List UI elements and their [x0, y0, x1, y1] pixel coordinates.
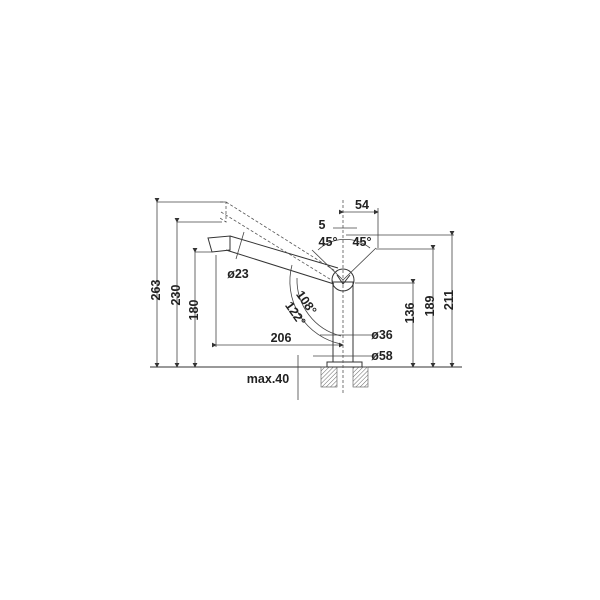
label-45-left: 45°	[319, 235, 338, 249]
label-136: 136	[403, 303, 417, 324]
label-45-right: 45°	[353, 235, 372, 249]
label-180: 180	[187, 300, 201, 321]
label-263: 263	[149, 280, 163, 301]
dim-o23	[235, 231, 245, 260]
base-plate	[326, 361, 363, 368]
spout	[207, 235, 339, 285]
label-max40: max.40	[247, 372, 289, 386]
label-189: 189	[423, 296, 437, 317]
label-o23: ø23	[227, 267, 249, 281]
countertop-right	[352, 366, 369, 388]
label-5: 5	[319, 218, 326, 232]
pivot-mark	[336, 274, 351, 285]
label-211: 211	[442, 290, 456, 310]
handle-line-right	[342, 247, 377, 281]
label-206: 206	[271, 331, 292, 345]
countertop-left	[320, 366, 338, 388]
label-o58: ø58	[371, 349, 393, 363]
label-54: 54	[355, 198, 369, 212]
arc-45	[317, 238, 371, 251]
arc-108	[296, 277, 342, 337]
label-230: 230	[169, 285, 183, 306]
handle-line-left	[311, 249, 344, 281]
label-o36: ø36	[371, 328, 393, 342]
arc-122	[289, 264, 342, 345]
